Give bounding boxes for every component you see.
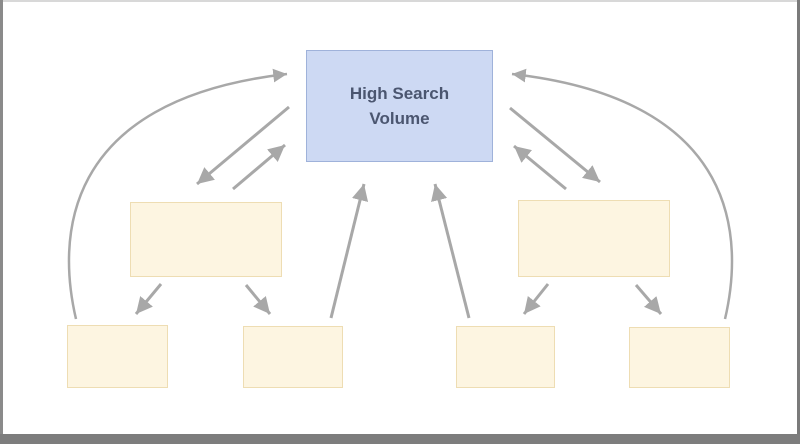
arrow-leaf-1-to-center-curved bbox=[67, 68, 288, 320]
frame-border-left bbox=[0, 0, 3, 444]
arrow-leaf-3-to-center bbox=[431, 183, 471, 319]
arrow-leaf-4-to-center-curved bbox=[511, 68, 734, 320]
arrow-mid-left-to-leaf-2 bbox=[244, 284, 272, 315]
arrow-mid-left-to-leaf-1 bbox=[134, 283, 163, 315]
arrow-mid-right-to-leaf-3 bbox=[522, 283, 550, 315]
arrow-mid-right-to-center bbox=[513, 144, 567, 191]
arrow-leaf-2-to-center bbox=[329, 183, 369, 319]
arrow-mid-left-to-center bbox=[232, 143, 286, 191]
node-leaf-4 bbox=[629, 327, 730, 388]
node-high-search-volume: High Search Volume bbox=[306, 50, 493, 162]
arrow-center-to-mid-right bbox=[509, 106, 601, 184]
frame-border-bottom bbox=[0, 434, 800, 444]
node-leaf-1 bbox=[67, 325, 168, 388]
node-leaf-3 bbox=[456, 326, 555, 388]
node-mid-right bbox=[518, 200, 670, 277]
frame-border-right bbox=[797, 0, 800, 444]
arrow-mid-right-to-leaf-4 bbox=[634, 284, 663, 315]
arrow-center-to-mid-left bbox=[196, 105, 290, 186]
node-mid-left bbox=[130, 202, 282, 277]
frame-border-top bbox=[0, 0, 800, 2]
node-leaf-2 bbox=[243, 326, 343, 388]
node-high-search-volume-label: High Search Volume bbox=[349, 84, 450, 128]
